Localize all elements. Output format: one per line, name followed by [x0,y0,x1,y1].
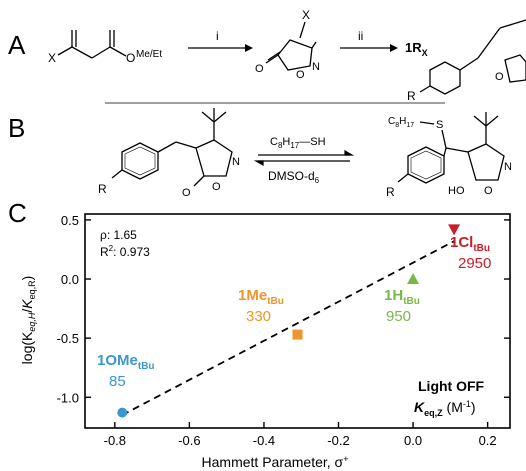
right-n-label: N [504,161,512,173]
sulfur-label: S [436,119,443,131]
left-ring-o-label: O [212,181,221,193]
target-structure [419,19,526,95]
legend-light-off: Light OFF [418,378,485,394]
y-tick-label: 0.0 [61,272,79,287]
target-compound-label: 1RX [405,40,428,58]
legend-keq-unit: Keq,Z (M-1) [414,399,476,418]
solvent-label: DMSO-d6 [268,169,320,185]
reactant-structure [57,30,127,59]
plot-frame [84,213,511,429]
thiol-adduct-structure [397,112,505,184]
target-o-label: O [495,71,504,83]
label-1cl: 1CltBu [450,234,490,254]
k-1ome: 85 [109,373,126,390]
isoxazolone-structure [265,21,317,71]
isoxazolone-n-label: N [312,61,320,73]
marker-1ome [117,407,128,418]
left-carbonyl-o-label: O [182,187,191,199]
isoxazolone-carbonyl-o: O [255,63,264,75]
equilibrium-arrows [253,149,355,167]
r-squared-value: R2: 0.973 [100,244,150,259]
label-1me: 1MetBu [238,287,284,307]
panel-label-b: B [8,113,25,143]
isoxazolone-x-label: X [302,8,310,22]
y-tick-label: -1.0 [57,390,79,405]
step-ii-label: ii [358,29,363,43]
left-r-label: R [98,182,107,196]
y-axis-ticks: -1.0 -0.5 0.0 0.5 [57,213,510,405]
right-r-label: R [386,185,395,199]
arrow-step-ii [340,44,398,52]
thiol-reagent: C8H17—SH [270,136,326,150]
rho-value: ρ: 1.65 [100,228,137,242]
label-1h: 1HtBu [384,287,420,307]
x-axis-label: Hammett Parameter, σ+ [202,454,349,470]
x-axis-ticks: -0.8 -0.6 -0.4 -0.2 0.0 0.2 [104,422,497,448]
x-tick-label: 0.0 [404,433,422,448]
benzylidene-isoxazolone-structure [111,108,233,187]
x-tick-label: 0.2 [479,433,497,448]
right-ho-label: HO [448,185,465,197]
data-markers [117,224,461,418]
x-tick-label: -0.2 [327,433,349,448]
k-1me: 330 [246,308,271,325]
octyl-chain-label: C8H17 [388,116,414,129]
panel-label-c: C [8,198,27,228]
x-tick-label: -0.4 [253,433,275,448]
step-i-label: i [216,29,219,43]
reactant-ester-r: Me/Et [136,49,162,60]
target-r-label: R [407,89,416,103]
arrow-step-i [188,44,253,52]
k-1h: 950 [386,308,411,325]
k-1cl: 2950 [458,255,491,272]
marker-1me [292,329,303,340]
x-tick-label: -0.8 [104,433,126,448]
marker-1h [407,273,420,285]
panel-label-a: A [8,30,26,60]
y-tick-label: -0.5 [57,331,79,346]
marker-1cl [448,224,461,236]
label-1ome: 1OMetBu [97,352,155,372]
y-tick-label: 0.5 [61,213,79,228]
y-axis-label: log(Keq,H/Keq,R) [19,276,37,365]
reactant-x-label: X [48,51,56,65]
left-n-label: N [232,156,240,168]
x-tick-label: -0.6 [178,433,200,448]
hammett-plot: -0.8 -0.6 -0.4 -0.2 0.0 0.2 -1.0 -0.5 0.0 0.5 [57,213,511,448]
fit-line [121,240,455,416]
isoxazolone-o-label: O [296,69,305,81]
right-o-label: O [484,185,493,197]
reactant-ester-o: O [126,51,135,65]
